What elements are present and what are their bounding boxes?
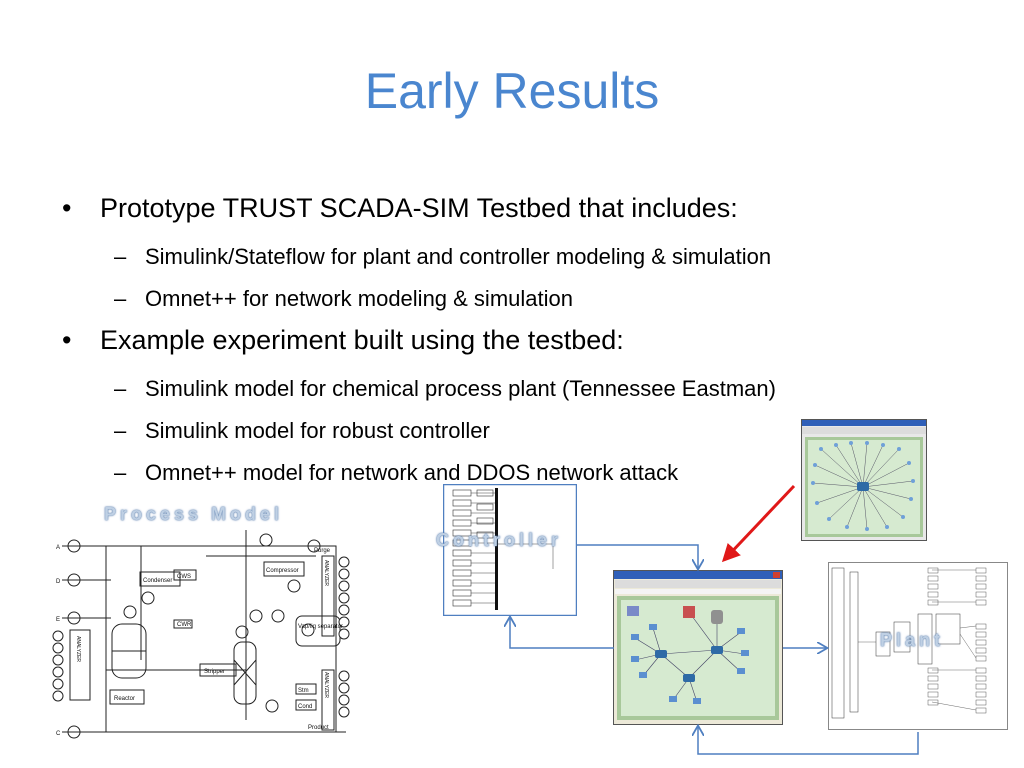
product-label: Product	[308, 725, 329, 731]
sub-bullet-text: Omnet++ for network modeling & simulatio…	[145, 286, 573, 311]
input-a-label: A	[56, 545, 60, 551]
sub-bullet-item: –Omnet++ model for network and DDOS netw…	[114, 460, 679, 485]
bullet-text: Prototype TRUST SCADA-SIM Testbed that i…	[100, 193, 738, 223]
analyzer-label: ANALYZER	[75, 636, 81, 662]
stripper-label: Stripper	[204, 669, 225, 675]
bullet-item: •Example experiment built using the test…	[62, 325, 624, 355]
cws-label: CWS	[177, 574, 191, 580]
plant-label: Plant	[880, 630, 945, 650]
sub-bullet-text: Omnet++ model for network and DDOS netwo…	[145, 460, 679, 485]
network-zoom-window	[801, 419, 927, 541]
cwr-label: CWR	[177, 622, 192, 628]
sub-bullet-text: Simulink model for robust controller	[145, 418, 490, 443]
controller-model-image	[443, 484, 577, 616]
sub-bullet-item: –Omnet++ for network modeling & simulati…	[114, 286, 573, 311]
condenser-label: Condenser	[143, 578, 172, 584]
network-to-controller-arrow	[510, 618, 614, 649]
separator-label: Vap/liq separator	[298, 624, 343, 630]
bullet-item: •Prototype TRUST SCADA-SIM Testbed that …	[62, 193, 738, 223]
sub-bullet-text: Simulink model for chemical process plan…	[145, 376, 776, 401]
controller-label: Controller	[436, 530, 563, 550]
sub-bullet-item: –Simulink model for robust controller	[114, 418, 490, 443]
sub-bullet-text: Simulink/Stateflow for plant and control…	[145, 244, 772, 269]
attack-arrow	[721, 484, 796, 563]
bullet-list: •Prototype TRUST SCADA-SIM Testbed that …	[62, 188, 962, 494]
input-e-label: E	[56, 617, 60, 623]
sub-bullet-item: –Simulink/Stateflow for plant and contro…	[114, 244, 772, 269]
controller-to-network-arrow	[577, 544, 698, 568]
input-d-label: D	[56, 579, 61, 585]
input-c-label: C	[56, 731, 61, 737]
network-simulation-window	[613, 570, 783, 725]
analyzer-label: ANALYZER	[323, 560, 329, 586]
process-model-label: Process Model	[104, 504, 284, 524]
purge-label: Purge	[314, 548, 331, 554]
sub-bullet-item: –Simulink model for chemical process pla…	[114, 376, 776, 401]
stm-label: Stm	[298, 688, 309, 694]
reactor-label: Reactor	[114, 696, 135, 702]
plant-to-network-arrow	[698, 727, 919, 755]
plant-model-image	[828, 562, 1008, 730]
cond-label: Cond	[298, 704, 312, 710]
process-model-diagram: A D E C Condenser Compressor Vap/liq sep…	[52, 530, 350, 739]
compressor-label: Compressor	[266, 568, 299, 574]
analyzer-label: ANALYZER	[323, 672, 329, 698]
slide-title: Early Results	[364, 63, 660, 119]
bullet-text: Example experiment built using the testb…	[100, 325, 624, 355]
